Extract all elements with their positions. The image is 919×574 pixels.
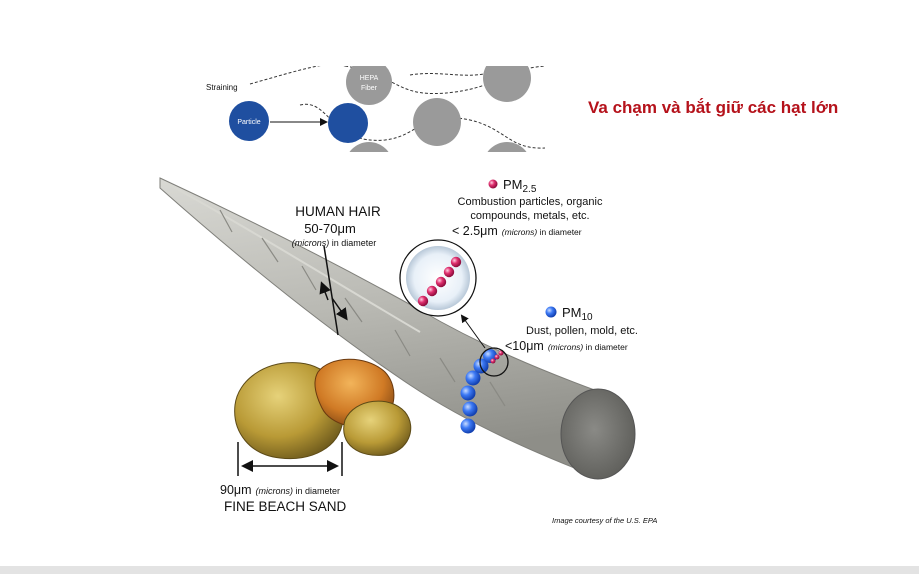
- human-hair: [159, 177, 636, 480]
- pm25-label: PM2.5 Combustion particles, organic comp…: [452, 177, 603, 238]
- bottom-divider: [0, 566, 919, 574]
- pm25-particle: [450, 256, 462, 268]
- sand-label: 90μm(microns) in diameter FINE BEACH SAN…: [220, 442, 347, 514]
- hair-cut-end: [560, 388, 636, 480]
- airflow-line: [249, 66, 345, 85]
- sand-grains: [234, 358, 412, 460]
- pm10-name: PM10: [562, 305, 593, 323]
- pm10-particle: [462, 401, 478, 417]
- sand-size: 90μm(microns) in diameter: [220, 483, 340, 497]
- hair-diameter-indicator: [319, 245, 348, 336]
- captured-particle: [328, 103, 368, 143]
- pm10-label: PM10 Dust, pollen, mold, etc. <10μm(micr…: [505, 305, 638, 353]
- straining-title: Straining: [206, 83, 238, 92]
- image-credit: Image courtesy of the U.S. EPA: [552, 516, 657, 525]
- pm25-particle: [443, 266, 455, 278]
- human-hair-label: HUMAN HAIR 50-70μm (microns) in diameter: [292, 204, 381, 248]
- pm25-zoom-lens: [399, 239, 477, 317]
- hepa-fiber: [483, 66, 531, 102]
- pm25-particle-small: [490, 358, 496, 364]
- pm25-legend-dot: [488, 179, 498, 189]
- pm25-desc-1: Combustion particles, organic: [458, 196, 603, 208]
- hepa-fiber: [413, 98, 461, 146]
- page-heading: Va chạm và bắt giữ các hạt lớn: [588, 98, 839, 117]
- pm25-particle-small: [494, 354, 500, 360]
- hepa-fiber: [346, 66, 392, 105]
- zoom-ring: [479, 347, 509, 377]
- particle-circle: [229, 101, 269, 141]
- straining-diagram: Straining HEPA Fiber Particle: [206, 66, 545, 152]
- pm25-particle-small: [498, 350, 504, 356]
- hair-title: HUMAN HAIR: [295, 204, 381, 219]
- pm25-particle: [417, 295, 429, 307]
- zoom-arrow: [460, 314, 486, 349]
- pm10-desc: Dust, pollen, mold, etc.: [526, 325, 638, 337]
- hepa-fiber-label-2: Fiber: [361, 85, 378, 92]
- hepa-fiber: [487, 142, 527, 152]
- pm25-size: < 2.5μm(microns) in diameter: [452, 224, 582, 238]
- hepa-fiber: [349, 142, 389, 152]
- hair-diameter: (microns) in diameter: [292, 238, 377, 248]
- pm25-name: PM2.5: [503, 177, 537, 195]
- sand-title: FINE BEACH SAND: [224, 499, 347, 514]
- sand-grain: [343, 400, 412, 456]
- pm10-particle: [465, 370, 481, 386]
- pm25-particle: [426, 285, 438, 297]
- pm25-particle: [435, 276, 447, 288]
- pm10-legend-dot: [545, 306, 557, 318]
- pm10-particles: [460, 314, 509, 434]
- pm25-desc-2: compounds, metals, etc.: [470, 210, 589, 222]
- pm10-particle: [460, 418, 476, 434]
- hair-size: 50-70μm: [304, 221, 356, 236]
- particle-label: Particle: [237, 119, 260, 126]
- pm10-size: <10μm(microns) in diameter: [505, 339, 628, 353]
- airflow-line: [409, 71, 491, 76]
- pm10-particle: [460, 385, 476, 401]
- hepa-fiber-label-1: HEPA: [360, 75, 379, 82]
